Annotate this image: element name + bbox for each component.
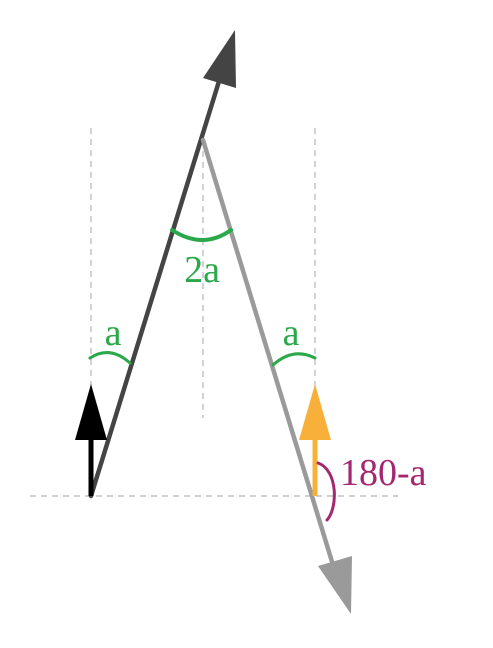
dashed-guides xyxy=(30,128,398,497)
incoming-vector-shaft xyxy=(88,75,223,499)
angle-a-right-arc xyxy=(271,352,317,367)
angle-a-left-arc xyxy=(88,351,132,365)
angle-180-minus-a-label: 180-a xyxy=(340,452,427,494)
reflected-vector-shaft xyxy=(200,137,336,568)
orange-vertical-arrow xyxy=(299,384,331,496)
orange-arrow-head xyxy=(299,384,331,440)
black-arrow-head xyxy=(75,384,107,440)
reflected-vector xyxy=(200,137,352,614)
angle-2a-arc xyxy=(170,228,233,242)
reflected-vector-arrowhead xyxy=(318,556,352,614)
angle-a-left-label: a xyxy=(105,312,122,354)
angle-a-right-label: a xyxy=(283,312,300,354)
incoming-vector xyxy=(88,30,236,499)
angle-2a-label: 2a xyxy=(184,249,220,291)
angle-180-minus-a-arc xyxy=(316,461,336,522)
incoming-vector-arrowhead xyxy=(203,30,236,88)
black-vertical-arrow xyxy=(75,384,107,496)
